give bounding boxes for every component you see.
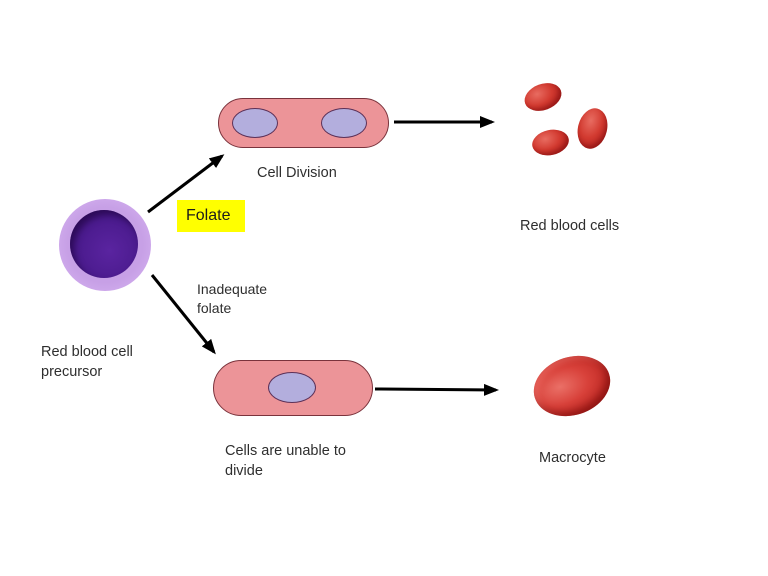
nucleus-center-icon xyxy=(268,372,316,403)
red-blood-cell-precursor-shape xyxy=(59,199,151,291)
precursor-nucleus xyxy=(70,210,138,278)
macrocyte-shape xyxy=(525,346,619,426)
precursor-label-line2: precursor xyxy=(41,364,103,380)
red-blood-cells-label: Red blood cells xyxy=(520,218,620,234)
macrocyte-label: Macrocyte xyxy=(539,450,606,466)
nucleus-left-icon xyxy=(232,108,278,138)
inadequate-folate-label: Inadequate folate xyxy=(197,280,267,318)
inadequate-folate-line2: folate xyxy=(197,300,232,316)
red-blood-cell-icon-3 xyxy=(529,126,572,159)
undivided-cell-shape xyxy=(213,360,373,416)
unable-to-divide-line1: Cells are unable to xyxy=(225,443,346,459)
nucleus-right-icon xyxy=(321,108,367,138)
red-blood-cell-icon-1 xyxy=(520,78,566,116)
precursor-label: Red blood cell precursor xyxy=(41,342,133,382)
arrow-undivided-to-macrocyte xyxy=(374,383,499,396)
unable-to-divide-line2: divide xyxy=(225,463,263,479)
red-blood-cell-icon-2 xyxy=(573,105,612,152)
precursor-label-line1: Red blood cell xyxy=(41,344,133,360)
unable-to-divide-label: Cells are unable to divide xyxy=(225,441,346,481)
dividing-cell-shape xyxy=(218,98,389,148)
cell-division-label: Cell Division xyxy=(257,165,337,181)
folate-label: Folate xyxy=(177,200,245,232)
inadequate-folate-line1: Inadequate xyxy=(197,281,268,297)
